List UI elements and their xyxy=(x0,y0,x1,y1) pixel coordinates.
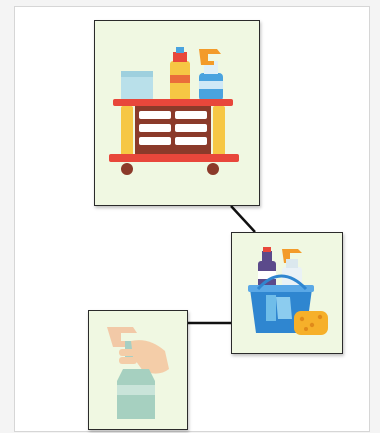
cleaning-bucket-supplies-icon xyxy=(232,233,342,353)
diagram-canvas xyxy=(14,6,370,432)
cleaning-cart-icon xyxy=(95,21,259,205)
edge-cart-bucket xyxy=(231,206,255,232)
node-hand-spray[interactable] xyxy=(88,310,188,430)
hand-spray-bottle-icon xyxy=(89,311,187,429)
node-cleaning-cart[interactable] xyxy=(94,20,260,206)
node-cleaning-bucket[interactable] xyxy=(231,232,343,354)
